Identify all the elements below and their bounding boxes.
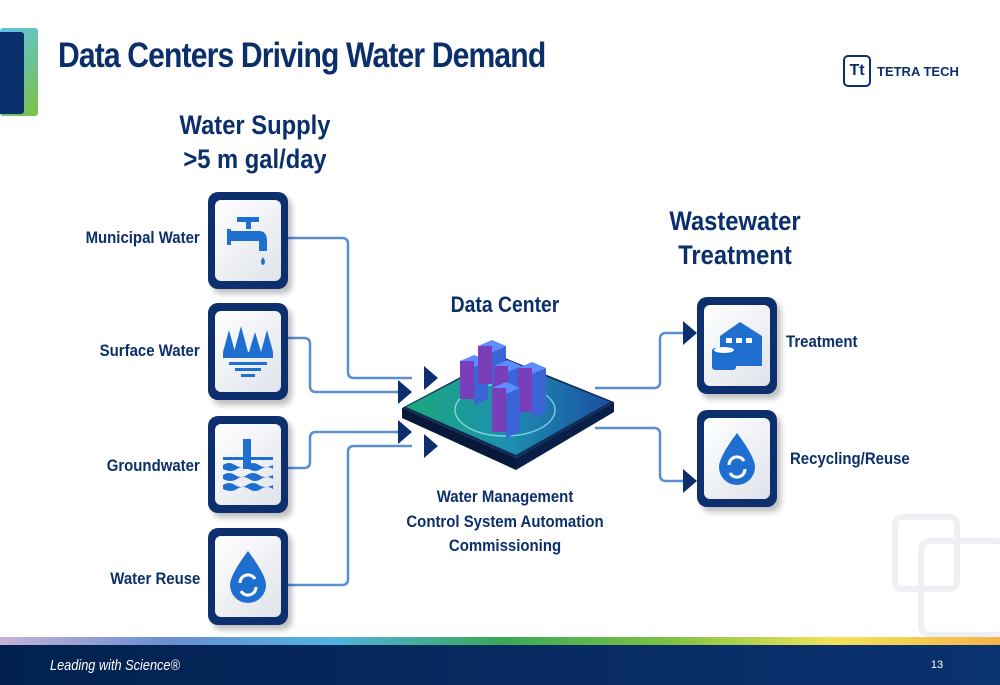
connector-municipal (287, 236, 412, 380)
groundwater-tile (208, 416, 288, 513)
heading-line: Treatment (678, 240, 792, 270)
surface-water-icon (223, 325, 273, 377)
wastewater-heading: Wastewater Treatment (634, 204, 836, 272)
recycling-drop-icon (719, 432, 755, 485)
treatment-plant-icon (712, 321, 762, 370)
footer-bar (0, 645, 1000, 685)
connector-treatment (595, 331, 684, 390)
arrow-icon (398, 420, 412, 444)
groundwater-icon (223, 438, 273, 491)
page-title: Data Centers Driving Water Demand (58, 36, 546, 75)
color-strip (0, 637, 1000, 646)
label-groundwater: Groundwater (106, 456, 200, 475)
faucet-icon (227, 216, 267, 265)
logo-mark: Tt (843, 55, 871, 87)
water-reuse-icon (230, 550, 266, 603)
arrow-icon (683, 321, 697, 345)
service-line: Water Management (436, 487, 574, 506)
tetra-tech-logo: Tt TETRA TECH (843, 55, 959, 87)
connector-recycling (595, 426, 684, 483)
footer-tagline: Leading with Science® (50, 657, 180, 674)
decorative-square (918, 538, 1000, 638)
water-reuse-tile (208, 528, 288, 625)
data-center-services: Water Management Control System Automati… (399, 485, 610, 559)
label-treatment: Treatment (786, 332, 858, 351)
service-line: Control System Automation (406, 511, 604, 531)
arrow-icon (424, 366, 438, 390)
connector-reuse (287, 444, 412, 587)
decorative-square (892, 514, 960, 592)
treatment-tile (697, 297, 777, 394)
water-supply-heading: Water Supply >5 m gal/day (154, 108, 356, 176)
label-recycling-reuse: Recycling/Reuse (790, 449, 910, 468)
label-surface-water: Surface Water (99, 341, 200, 360)
title-accent-bar (0, 32, 24, 114)
label-municipal-water: Municipal Water (85, 228, 200, 247)
heading-line: Water Supply (179, 110, 331, 140)
page-number: 13 (930, 650, 944, 680)
logo-name: TETRA TECH (877, 63, 959, 79)
label-water-reuse: Water Reuse (109, 569, 200, 588)
connector-surface (287, 336, 398, 394)
arrow-icon (424, 434, 438, 458)
arrow-icon (398, 380, 412, 404)
municipal-water-tile (208, 192, 288, 289)
heading-line: >5 m gal/day (183, 144, 327, 174)
data-center-illustration (402, 340, 614, 470)
data-center-heading: Data Center (450, 292, 560, 317)
service-line: Commissioning (448, 536, 562, 555)
recycling-tile (697, 410, 777, 507)
heading-line: Wastewater (669, 206, 801, 236)
arrow-icon (683, 469, 697, 493)
surface-water-tile (208, 303, 288, 400)
connector-groundwater (287, 430, 398, 470)
